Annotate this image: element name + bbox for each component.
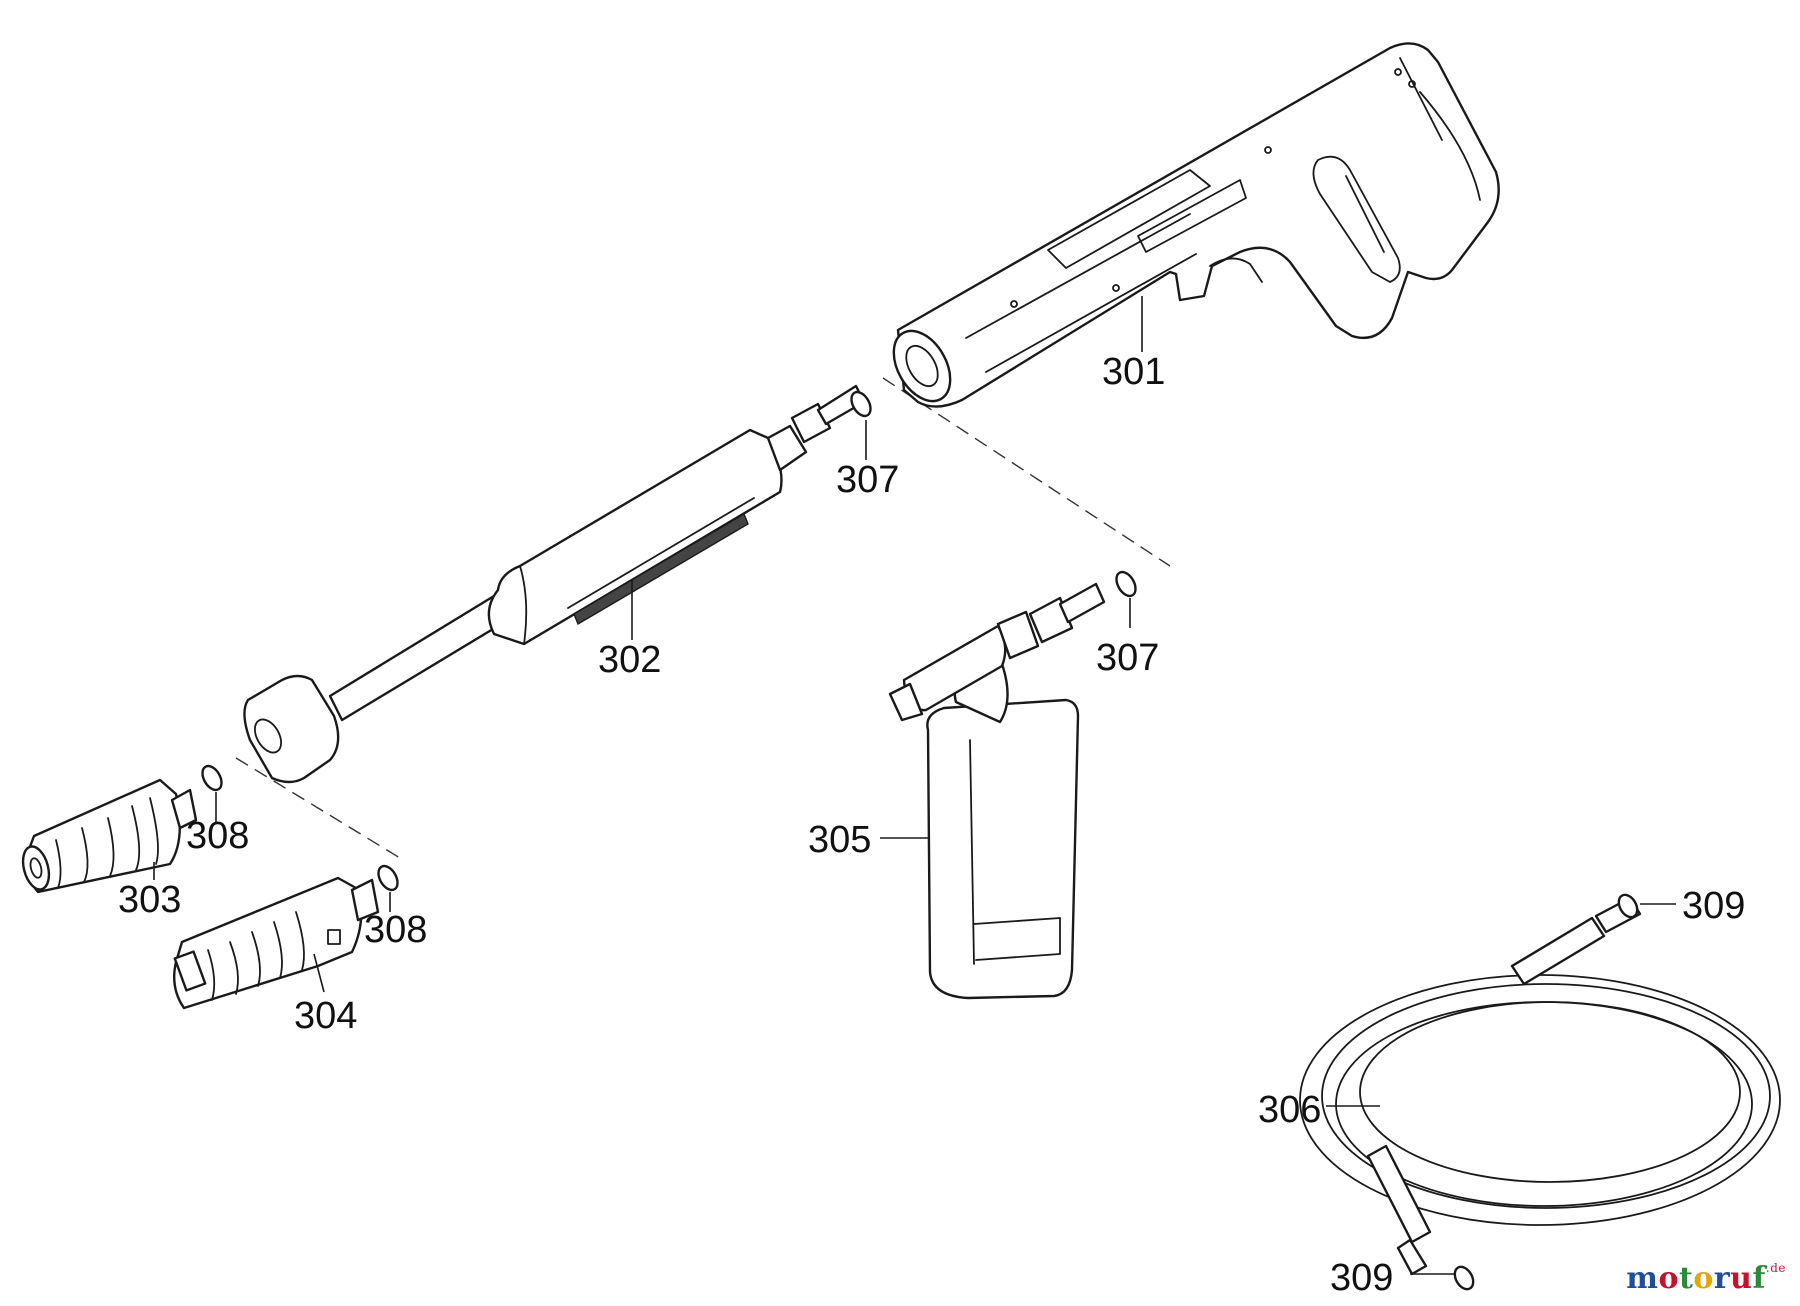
- callout-309-upper: 309: [1682, 885, 1745, 927]
- callout-308-left: 308: [186, 815, 249, 857]
- watermark-tld: .de: [1765, 1261, 1786, 1275]
- watermark-letter: t: [1678, 1261, 1694, 1296]
- callout-305: 305: [808, 819, 871, 861]
- spray-lance-icon: [243, 384, 866, 784]
- spray-gun-handle-icon: [892, 42, 1500, 408]
- watermark-letter: r: [1713, 1261, 1731, 1296]
- callout-303: 303: [118, 879, 181, 921]
- watermark-letter: o: [1658, 1261, 1679, 1296]
- detergent-bottle-icon: [888, 582, 1106, 1000]
- rotary-nozzle-icon: [21, 778, 198, 894]
- callout-309-lower: 309: [1330, 1257, 1393, 1299]
- watermark-letter: f: [1752, 1261, 1766, 1296]
- motoruf-watermark: motoruf.de: [1626, 1261, 1786, 1296]
- callout-307-lower: 307: [1096, 637, 1159, 679]
- watermark-letter: m: [1626, 1261, 1659, 1296]
- vario-nozzle-icon: [173, 876, 380, 1010]
- o-ring-icon: [850, 390, 1137, 598]
- watermark-letter: o: [1693, 1261, 1714, 1296]
- callout-304: 304: [294, 995, 357, 1037]
- o-ring-icon: [1453, 893, 1639, 1291]
- callout-labels: 301 302 303 304 305 306 307 307 308 308 …: [118, 351, 1745, 1299]
- callout-307-upper: 307: [836, 459, 899, 501]
- leader-lines: [153, 296, 1676, 1275]
- assembly-lines: [235, 377, 1171, 859]
- high-pressure-hose-icon: [1299, 896, 1781, 1276]
- o-ring-icon: [201, 764, 399, 892]
- callout-302: 302: [598, 639, 661, 681]
- callout-306: 306: [1258, 1089, 1321, 1131]
- callout-301: 301: [1102, 351, 1165, 393]
- callout-308-right: 308: [364, 909, 427, 951]
- watermark-letter: u: [1730, 1261, 1753, 1296]
